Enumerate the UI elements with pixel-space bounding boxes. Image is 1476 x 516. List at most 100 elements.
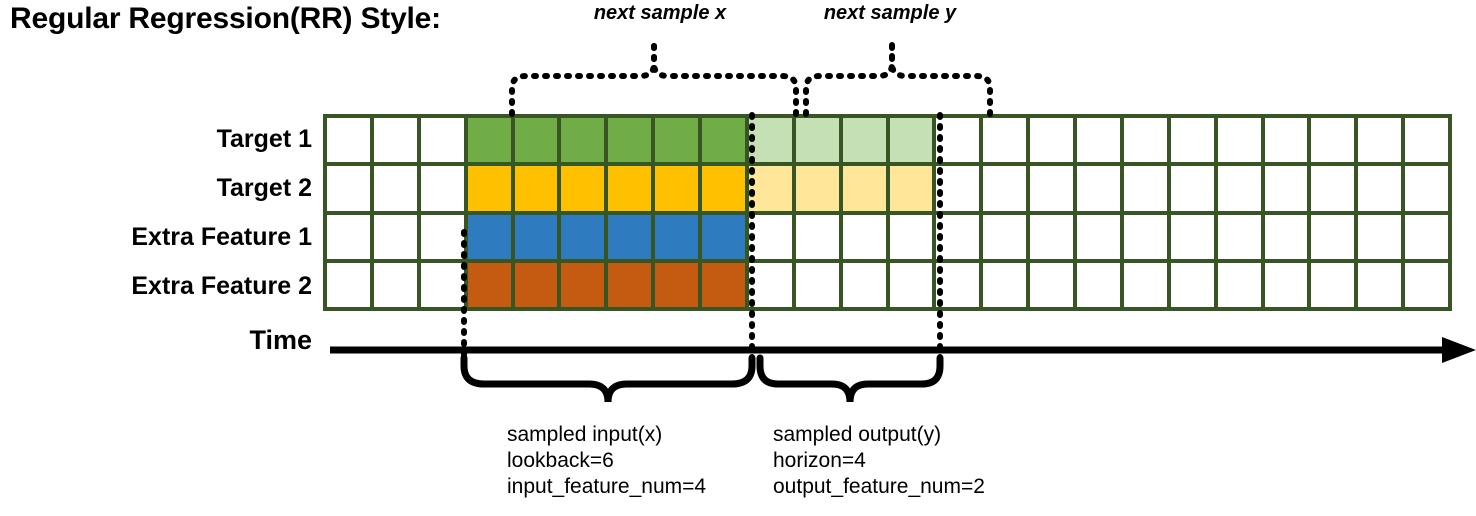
grid-cell-empty bbox=[1217, 118, 1261, 163]
grid-cell-empty bbox=[936, 214, 980, 259]
grid-cell-empty bbox=[420, 118, 464, 163]
grid-cell-empty bbox=[373, 166, 417, 211]
grid-cell-feature1 bbox=[608, 214, 652, 259]
grid-cell-empty bbox=[1264, 262, 1308, 307]
grid-cell-empty bbox=[1264, 118, 1308, 163]
grid-cell-target2 bbox=[514, 166, 558, 211]
grid-cell-feature2 bbox=[608, 262, 652, 307]
grid-cell-empty bbox=[1217, 262, 1261, 307]
grid-cell-target1 bbox=[702, 118, 745, 163]
grid-row bbox=[327, 214, 1448, 259]
grid-cell-empty bbox=[1264, 166, 1308, 211]
grid-cell-empty bbox=[373, 262, 417, 307]
grid-cell-feature1 bbox=[655, 214, 698, 259]
annotation-output-title: sampled output(y) bbox=[773, 423, 942, 446]
grid-cell-empty bbox=[1311, 214, 1355, 259]
grid-cell-target2 bbox=[655, 166, 698, 211]
grid-cell-empty bbox=[1217, 166, 1261, 211]
timeseries-grid bbox=[323, 114, 1452, 311]
grid-cell-empty bbox=[1405, 166, 1448, 211]
annotation-output-horizon: horizon=4 bbox=[773, 449, 866, 472]
row-label-target-2: Target 2 bbox=[216, 174, 312, 202]
grid-cell-target1 bbox=[467, 118, 511, 163]
grid-cell-target2-light bbox=[795, 166, 839, 211]
grid-cell-target2-light bbox=[748, 166, 792, 211]
annotation-input-lookback: lookback=6 bbox=[507, 449, 614, 472]
grid-cell-empty bbox=[1358, 166, 1402, 211]
grid-cell-empty bbox=[936, 166, 980, 211]
grid-cell-empty bbox=[983, 166, 1027, 211]
grid-cell-empty bbox=[983, 118, 1027, 163]
grid-cell-empty bbox=[327, 262, 370, 307]
grid-cell-empty bbox=[889, 262, 933, 307]
grid-cell-empty bbox=[983, 214, 1027, 259]
grid-cell-empty bbox=[373, 118, 417, 163]
grid-cell-empty bbox=[420, 262, 464, 307]
grid-cell-empty bbox=[373, 214, 417, 259]
caption-next-sample-x: next sample x bbox=[593, 2, 727, 24]
grid-cell-empty bbox=[1170, 166, 1214, 211]
grid-cell-empty bbox=[1405, 214, 1448, 259]
grid-cell-feature1 bbox=[561, 214, 605, 259]
grid-cell-empty bbox=[327, 118, 370, 163]
annotation-input-title: sampled input(x) bbox=[507, 423, 663, 446]
grid-cell-empty bbox=[1311, 118, 1355, 163]
grid-cell-empty bbox=[1123, 214, 1167, 259]
page-title: Regular Regression(RR) Style: bbox=[10, 2, 441, 35]
grid-cell-empty bbox=[936, 262, 980, 307]
grid-cell-target1-light bbox=[889, 118, 933, 163]
annotation-sampled-output: sampled output(y) horizon=4 output_featu… bbox=[773, 422, 985, 500]
grid-cell-empty bbox=[1077, 118, 1120, 163]
grid-cell-empty bbox=[1030, 214, 1073, 259]
grid-row bbox=[327, 262, 1448, 307]
grid-cell-empty bbox=[1311, 262, 1355, 307]
grid-cell-empty bbox=[936, 118, 980, 163]
grid-cell-empty bbox=[889, 214, 933, 259]
row-label-column: Target 1 Target 2 Extra Feature 1 Extra … bbox=[0, 115, 312, 311]
grid-cell-empty bbox=[1405, 262, 1448, 307]
grid-cell-empty bbox=[842, 214, 886, 259]
grid-cell-feature2 bbox=[467, 262, 511, 307]
grid-cell-feature2 bbox=[702, 262, 745, 307]
grid-cell-empty bbox=[1170, 118, 1214, 163]
grid-cell-feature1 bbox=[702, 214, 745, 259]
grid-cell-empty bbox=[327, 214, 370, 259]
grid-cell-feature2 bbox=[514, 262, 558, 307]
grid-cell-empty bbox=[1358, 214, 1402, 259]
grid-cell-empty bbox=[1077, 214, 1120, 259]
grid-cell-empty bbox=[1123, 166, 1167, 211]
grid-cell-empty bbox=[748, 214, 792, 259]
grid-cell-empty bbox=[748, 262, 792, 307]
grid-row bbox=[327, 166, 1448, 211]
grid-cell-target1-light bbox=[795, 118, 839, 163]
grid-cell-target1-light bbox=[748, 118, 792, 163]
grid-cell-empty bbox=[1170, 214, 1214, 259]
annotation-sampled-input: sampled input(x) lookback=6 input_featur… bbox=[507, 422, 706, 500]
grid-cell-feature1 bbox=[514, 214, 558, 259]
time-axis-label: Time bbox=[249, 325, 312, 355]
grid-cell-empty bbox=[1311, 166, 1355, 211]
dotted-brace-y bbox=[803, 39, 993, 117]
grid-cell-empty bbox=[1030, 166, 1073, 211]
grid-cell-empty bbox=[1123, 262, 1167, 307]
annotation-output-feature-num: output_feature_num=2 bbox=[773, 475, 985, 498]
grid-cell-target2 bbox=[561, 166, 605, 211]
grid-cell-empty bbox=[1077, 262, 1120, 307]
caption-next-sample-y: next sample y bbox=[823, 2, 957, 24]
grid-cell-target1 bbox=[514, 118, 558, 163]
grid-cell-target1 bbox=[608, 118, 652, 163]
grid-cell-empty bbox=[983, 262, 1027, 307]
grid-cell-feature1 bbox=[467, 214, 511, 259]
grid-cell-target1 bbox=[655, 118, 698, 163]
grid-cell-target1-light bbox=[842, 118, 886, 163]
annotation-input-feature-num: input_feature_num=4 bbox=[507, 475, 707, 498]
grid-cell-empty bbox=[1030, 118, 1073, 163]
grid-cell-target2 bbox=[608, 166, 652, 211]
grid-cell-target2-light bbox=[889, 166, 933, 211]
grid-cell-empty bbox=[1077, 166, 1120, 211]
grid-cell-target1 bbox=[561, 118, 605, 163]
grid-row bbox=[327, 118, 1448, 163]
row-label-target-1: Target 1 bbox=[216, 125, 312, 153]
grid-cell-empty bbox=[1358, 118, 1402, 163]
